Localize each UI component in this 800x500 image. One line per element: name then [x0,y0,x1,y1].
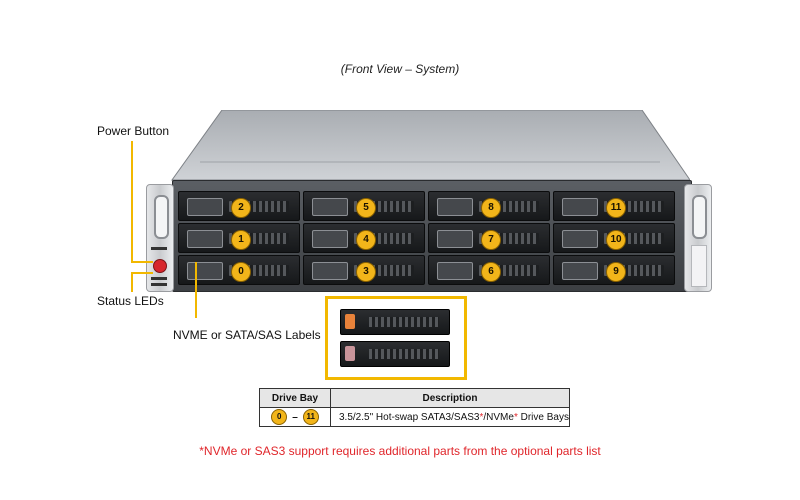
drive-bay-7[interactable]: 7 [428,223,550,253]
left-rack-ear [146,184,174,292]
drive-vent [369,349,439,359]
drive-vent [354,233,414,244]
table-row: 0–11 3.5/2.5" Hot-swap SATA3/SAS3*/NVMe*… [259,407,570,427]
power-button[interactable] [153,259,167,273]
view-title: (Front View – System) [340,62,460,76]
drive-bay-number: 11 [606,198,626,218]
power-callout-line [131,141,133,263]
footnote: *NVMe or SAS3 support requires additiona… [199,444,601,458]
drive-bay-table: Drive Bay Description 0–11 3.5/2.5" Hot-… [259,388,570,427]
power-callout-line [131,261,153,263]
drive-latch[interactable] [312,198,348,216]
drive-bay-number: 6 [481,262,501,282]
left-handle[interactable] [154,195,169,239]
drive-bay-3[interactable]: 3 [303,255,425,285]
drive-bay-4[interactable]: 4 [303,223,425,253]
drive-latch[interactable] [312,230,348,248]
drive-bay-11[interactable]: 11 [553,191,675,221]
status-leds-callout: Status LEDs [97,294,164,308]
drive-bay-description: 3.5/2.5" Hot-swap SATA3/SAS3*/NVMe* Driv… [330,407,570,427]
drive-label-inset [325,296,467,380]
nvme-callout-line [195,262,197,318]
drive-bay-8[interactable]: 8 [428,191,550,221]
drive-bay-number: 5 [356,198,376,218]
drive-bay-number: 2 [231,198,251,218]
drive-bay-number: 4 [356,230,376,250]
drive-latch[interactable] [187,198,223,216]
drive-bay-10[interactable]: 10 [553,223,675,253]
drive-vent [479,265,539,276]
drive-bay-6[interactable]: 6 [428,255,550,285]
drive-vent [229,201,289,212]
sata-sas-label [345,346,355,361]
leds-callout-line [131,272,133,292]
drive-bay-range: 0–11 [259,407,331,427]
drive-vent [604,201,664,212]
status-led [151,277,167,280]
drive-vent [479,233,539,244]
drive-bay-5[interactable]: 5 [303,191,425,221]
description-text: 3.5/2.5" Hot-swap SATA3/SAS3 [339,411,480,423]
drive-latch[interactable] [562,198,598,216]
footnote-marker: * [479,411,484,423]
drive-bay-1[interactable]: 1 [178,223,300,253]
drive-bay-number: 1 [231,230,251,250]
drive-vent [354,265,414,276]
chassis-top-cover [171,110,690,186]
drive-vent [479,201,539,212]
leds-callout-line [131,272,153,274]
drive-bay-number: 3 [356,262,376,282]
drive-vent [604,265,664,276]
footnote-marker: * [513,411,518,423]
drive-vent [354,201,414,212]
table-header-row: Drive Bay Description [259,388,570,408]
drive-latch[interactable] [562,230,598,248]
drive-latch[interactable] [437,262,473,280]
drive-bay-number: 9 [606,262,626,282]
drive-latch[interactable] [187,262,223,280]
right-rack-ear [684,184,712,292]
drive-bay-number: 8 [481,198,501,218]
table-header-drive-bay: Drive Bay [259,388,331,408]
bay-end-badge: 11 [302,409,319,425]
sata-sas-labeled-drive [340,341,450,367]
status-led [151,283,167,286]
drive-bay-number: 0 [231,262,251,282]
nvme-label [345,314,355,329]
drive-bay-2[interactable]: 2 [178,191,300,221]
drive-latch[interactable] [437,198,473,216]
drive-vent [229,265,289,276]
drive-bay-9[interactable]: 9 [553,255,675,285]
status-led [151,247,167,250]
drive-latch[interactable] [187,230,223,248]
power-button-callout: Power Button [97,124,170,138]
brand-label [691,245,707,287]
drive-bay-number: 10 [606,230,626,250]
drive-vent [229,233,289,244]
bay-start-badge: 0 [271,409,288,425]
description-text: Drive Bays [517,411,569,423]
drive-latch[interactable] [312,262,348,280]
drive-vent [369,317,439,327]
drive-latch[interactable] [562,262,598,280]
description-text: /NVMe [483,411,514,423]
drive-vent [604,233,664,244]
drive-bay-number: 7 [481,230,501,250]
right-handle[interactable] [692,195,707,239]
nvme-labels-callout: NVME or SATA/SAS Labels [173,328,321,342]
drive-latch[interactable] [437,230,473,248]
nvme-labeled-drive [340,309,450,335]
table-header-description: Description [330,388,570,408]
range-dash: – [292,411,298,423]
